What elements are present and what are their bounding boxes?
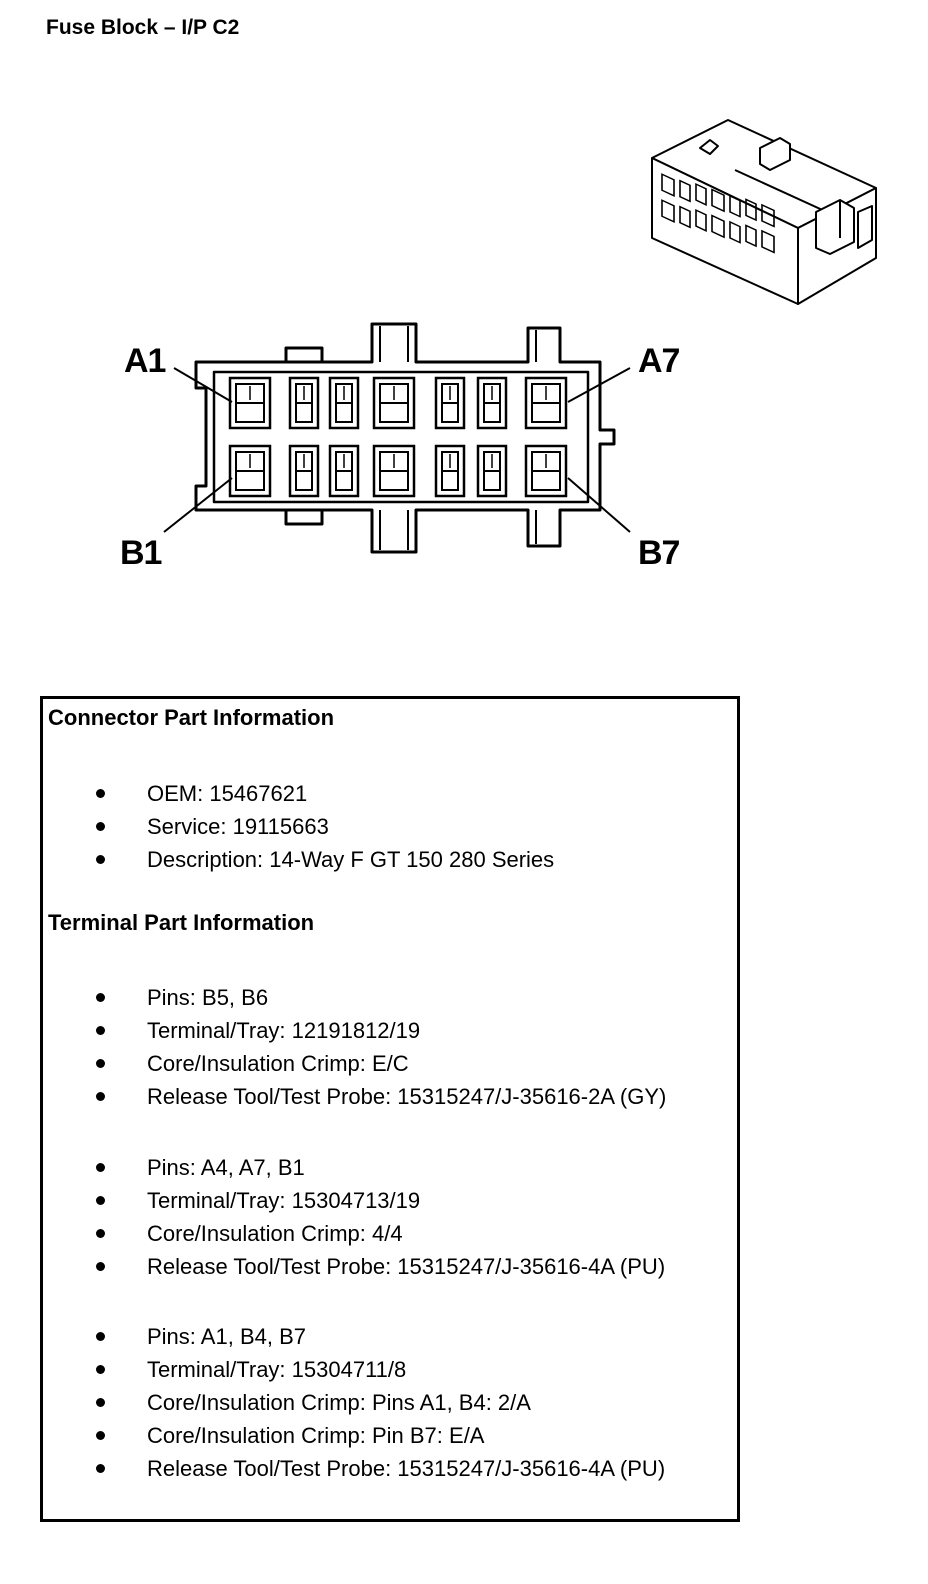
bullet-icon	[96, 1332, 105, 1341]
bullet-icon	[96, 1464, 105, 1473]
list-item: Pins: A4, A7, B1	[43, 1151, 665, 1184]
cavity-b5	[434, 444, 466, 498]
list-item: Release Tool/Test Probe: 15315247/J-3561…	[43, 1080, 666, 1113]
list-item: Terminal/Tray: 15304711/8	[43, 1353, 665, 1386]
connector-face-view	[163, 322, 631, 554]
cavity-b3	[328, 444, 360, 498]
callout-b7: B7	[638, 534, 680, 572]
list-item: Pins: B5, B6	[43, 981, 666, 1014]
bullet-icon	[96, 993, 105, 1002]
list-item: Core/Insulation Crimp: 4/4	[43, 1217, 665, 1250]
bullet-icon	[96, 1196, 105, 1205]
cavity-b2	[288, 444, 320, 498]
list-item: Description: 14-Way F GT 150 280 Series	[43, 843, 554, 876]
bullet-icon	[96, 1092, 105, 1101]
bullet-icon	[96, 1229, 105, 1238]
list-item: Terminal/Tray: 12191812/19	[43, 1014, 666, 1047]
page-title: Fuse Block – I/P C2	[46, 16, 240, 39]
bullet-icon	[96, 1059, 105, 1068]
cavity-a1	[228, 376, 272, 430]
bullet-icon	[96, 1026, 105, 1035]
cavity-a2	[288, 376, 320, 430]
cavity-a6	[476, 376, 508, 430]
list-item: OEM: 15467621	[43, 777, 554, 810]
list-item: Pins: A1, B4, B7	[43, 1320, 665, 1353]
connector-isometric-illustration	[651, 119, 877, 305]
terminal-group-1: Pins: B5, B6 Terminal/Tray: 12191812/19 …	[43, 981, 666, 1113]
terminal-group-2: Pins: A4, A7, B1 Terminal/Tray: 15304713…	[43, 1151, 665, 1283]
terminal-cavities	[228, 376, 568, 498]
bullet-icon	[96, 1365, 105, 1374]
list-item: Release Tool/Test Probe: 15315247/J-3561…	[43, 1452, 665, 1485]
cavity-b1	[228, 444, 272, 498]
terminal-info-heading: Terminal Part Information	[48, 910, 315, 935]
cavity-a4	[372, 376, 416, 430]
bullet-icon	[96, 1262, 105, 1271]
bullet-icon	[96, 1163, 105, 1172]
connector-info-list: OEM: 15467621 Service: 19115663 Descript…	[43, 777, 554, 876]
cavity-b7	[524, 444, 568, 498]
callout-a7: A7	[638, 342, 680, 380]
list-item: Core/Insulation Crimp: Pin B7: E/A	[43, 1419, 665, 1452]
part-information-box: Connector Part Information OEM: 15467621…	[40, 696, 740, 1522]
bullet-icon	[96, 1398, 105, 1407]
list-item: Core/Insulation Crimp: Pins A1, B4: 2/A	[43, 1386, 665, 1419]
cavity-b6	[476, 444, 508, 498]
list-item: Release Tool/Test Probe: 15315247/J-3561…	[43, 1250, 665, 1283]
cavity-a5	[434, 376, 466, 430]
list-item: Service: 19115663	[43, 810, 554, 843]
cavity-a7	[524, 376, 568, 430]
bullet-icon	[96, 822, 105, 831]
bullet-icon	[96, 789, 105, 798]
bullet-icon	[96, 1431, 105, 1440]
list-item: Terminal/Tray: 15304713/19	[43, 1184, 665, 1217]
connector-info-heading: Connector Part Information	[48, 705, 335, 730]
callout-b1: B1	[120, 534, 162, 572]
list-item: Core/Insulation Crimp: E/C	[43, 1047, 666, 1080]
callout-a1: A1	[124, 342, 166, 380]
bullet-icon	[96, 855, 105, 864]
terminal-group-3: Pins: A1, B4, B7 Terminal/Tray: 15304711…	[43, 1320, 665, 1485]
cavity-b4	[372, 444, 416, 498]
cavity-a3	[328, 376, 360, 430]
